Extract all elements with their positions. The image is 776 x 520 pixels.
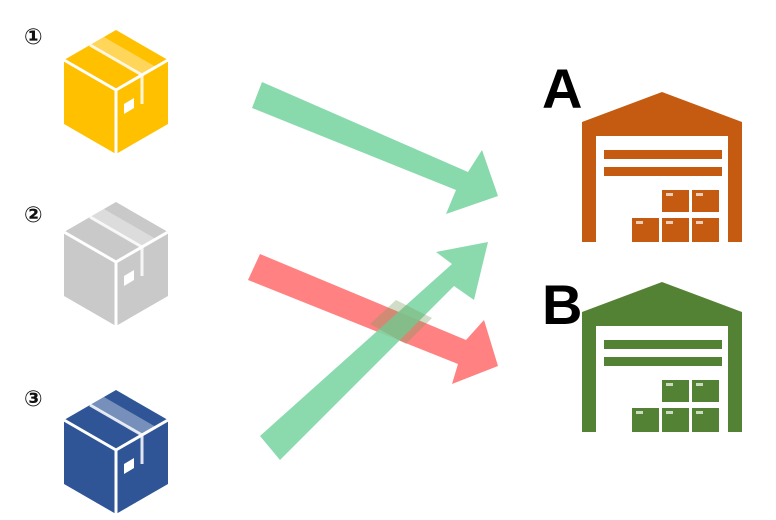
warehouse-label-B: B <box>542 273 582 336</box>
arrow-3-to-A <box>260 242 488 460</box>
gray-box-icon <box>62 200 170 328</box>
box-number-3: ③ <box>24 387 43 412</box>
blue-box-icon <box>62 388 170 516</box>
arrow-overlap <box>370 300 432 344</box>
arrow-1-to-A <box>252 82 498 214</box>
warehouse-A-icon <box>582 92 742 242</box>
yellow-box-icon <box>62 28 170 156</box>
box-number-1: ① <box>24 25 43 50</box>
arrow-2-to-B <box>248 254 498 384</box>
warehouse-B-icon <box>582 282 742 432</box>
box-number-2: ② <box>24 203 43 228</box>
warehouse-label-A: A <box>542 57 582 120</box>
